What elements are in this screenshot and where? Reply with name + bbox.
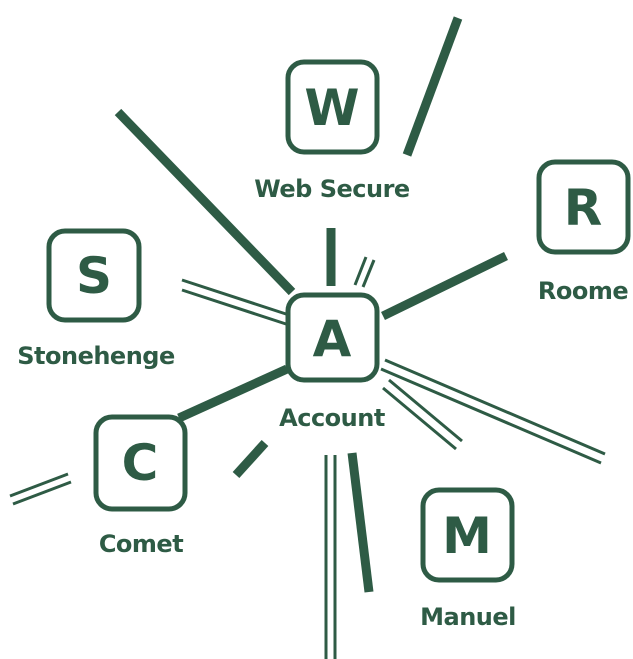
manuel-box [420, 487, 515, 583]
connector-manuel [347, 452, 374, 593]
account-box [285, 292, 380, 383]
roome-box [536, 159, 631, 255]
connector-double-far-left-b [12, 480, 72, 506]
connector-dash-northeast [402, 16, 463, 157]
connector-roome [381, 251, 508, 321]
account-letter: A [313, 310, 352, 368]
stonehenge-letter: S [76, 247, 112, 305]
connector-dash-southwest [232, 439, 269, 479]
account-label: Account [279, 404, 385, 432]
manuel-label: Manuel [420, 603, 516, 631]
connector-double-southeast-a [388, 378, 463, 443]
comet-letter: C [122, 434, 159, 492]
comet-box [93, 414, 188, 512]
manuel-letter: M [442, 507, 492, 565]
connector-double-north-a [353, 256, 368, 286]
node-web-secure: W Web Secure [254, 59, 410, 203]
web-secure-letter: W [304, 79, 359, 137]
connector-double-east-b [380, 367, 602, 465]
comet-label: Comet [99, 530, 183, 558]
connector-comet [177, 364, 289, 423]
node-stonehenge: S Stonehenge [17, 228, 175, 370]
connector-double-southeast-b [382, 386, 457, 451]
connector-double-north-b [361, 259, 376, 288]
stonehenge-box [46, 228, 142, 323]
connector-double-far-left-a [9, 472, 69, 498]
node-manuel: M Manuel [420, 487, 516, 631]
connector-double-stonehenge-b [181, 288, 287, 326]
stonehenge-label: Stonehenge [17, 342, 175, 370]
node-comet: C Comet [93, 414, 188, 558]
connector-double-stonehenge-a [181, 278, 287, 316]
node-account: A Account [279, 292, 385, 432]
roome-label: Roome [538, 277, 628, 305]
web-secure-label: Web Secure [254, 175, 410, 203]
web-secure-box [285, 59, 380, 155]
roome-letter: R [564, 179, 603, 237]
node-roome: R Roome [536, 159, 631, 305]
connector-northwest [114, 108, 296, 296]
connector-double-east-a [384, 358, 606, 456]
